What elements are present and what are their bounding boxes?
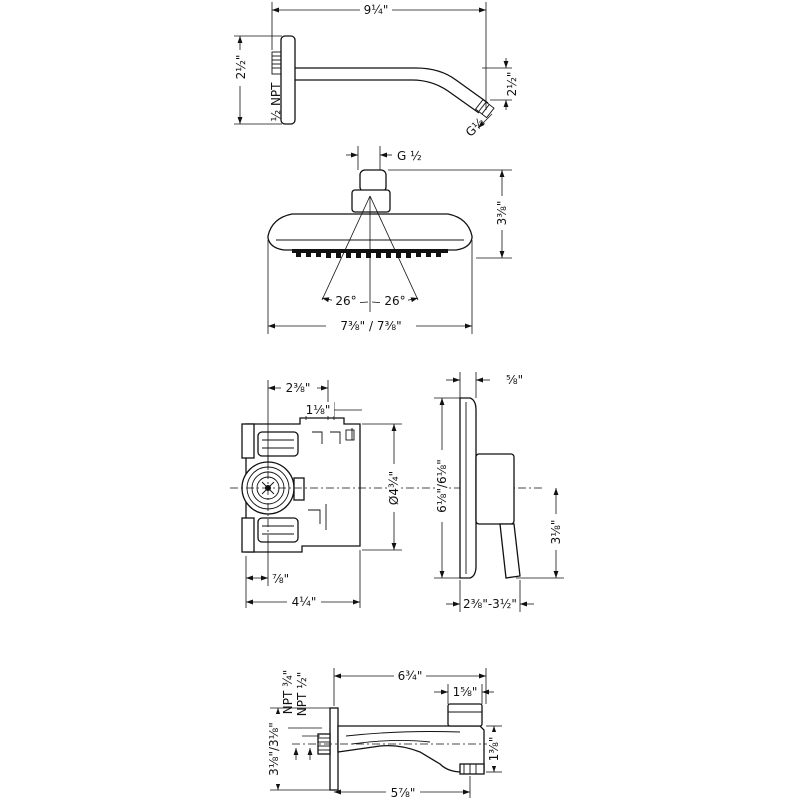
- trim-projection-label: ⅝": [506, 373, 523, 387]
- head-ball-joint: [359, 169, 387, 193]
- valve-depth-min-label: ⅞": [272, 572, 289, 586]
- arm-inlet-thread-label: ½ NPT: [269, 82, 283, 122]
- spout-diverter-knob: [447, 703, 483, 727]
- valve-lug-top: [241, 423, 255, 459]
- valve-body-view: 2⅜" 1⅛" Ø4¾" ⅞" 4¼": [230, 380, 544, 609]
- valve-offset-label: 1⅛": [306, 403, 331, 417]
- spout-offset-label: 1⅜": [487, 737, 501, 762]
- spout-rough-label: 3⅛"/3⅛": [267, 722, 281, 776]
- head-diameter-label: 7⅜" / 7⅜": [340, 319, 401, 333]
- arm-outlet-thread-label: G½: [463, 115, 488, 140]
- trim-plate-height-label: 6⅛"/6⅛": [435, 459, 449, 513]
- trim-view: ⅝" 6⅛"/6⅛" 3⅛" 2⅜"-3½": [434, 372, 564, 612]
- valve-lug-bottom: [241, 517, 255, 553]
- spout-thread-label-upper: NPT ¾": [281, 670, 295, 715]
- valve-width-top-label: 2⅜": [286, 381, 311, 395]
- valve-port-top: [257, 431, 299, 457]
- tub-spout-view: 6¾" 1⅝" NPT ¾" NPT ½" 3⅛"/3⅛" 1⅜" 5⅞": [267, 668, 502, 800]
- valve-port-bottom: [257, 517, 299, 543]
- trim-handle-height-label: 3⅛": [549, 520, 563, 545]
- spout-outlet: [459, 763, 485, 775]
- arm-drop-label: 2½": [505, 72, 519, 97]
- head-neck: [351, 189, 391, 213]
- arm-pipe: [295, 67, 489, 114]
- trim-handle-hub: [475, 453, 515, 525]
- head-height-label: 3⅜": [495, 201, 509, 226]
- head-spray-angle-left-label: 26°: [335, 294, 356, 308]
- arm-outlet-thread: [474, 98, 495, 119]
- arm-wall-flange: [280, 35, 296, 125]
- trim-plate: [459, 397, 477, 579]
- spout-wall-flange: [329, 707, 339, 791]
- arm-width-label: 9¼": [364, 3, 389, 17]
- shower-head-view: G ½ 26° 26°: [267, 146, 512, 334]
- trim-depth-range-label: 2⅜"-3½": [463, 597, 517, 611]
- head-connection-label: G ½: [397, 149, 422, 163]
- valve-width-bottom-label: 4¼": [292, 595, 317, 609]
- trim-lever: [499, 523, 521, 579]
- arm-inlet-thread: [271, 51, 282, 75]
- spout-thread-label-lower: NPT ½": [295, 672, 309, 717]
- shower-arm-view: 9¼" 2½" ½ NPT 2½" G½: [233, 2, 519, 140]
- arm-flange-height-label: 2½": [234, 55, 248, 80]
- spout-projection-label: 5⅞": [391, 786, 416, 800]
- head-spray-angle-right-label: 26°: [384, 294, 405, 308]
- spout-outlet-label: 1⅝": [453, 685, 478, 699]
- spout-length-label: 6¾": [398, 669, 423, 683]
- valve-diameter-label: Ø4¾": [387, 471, 401, 505]
